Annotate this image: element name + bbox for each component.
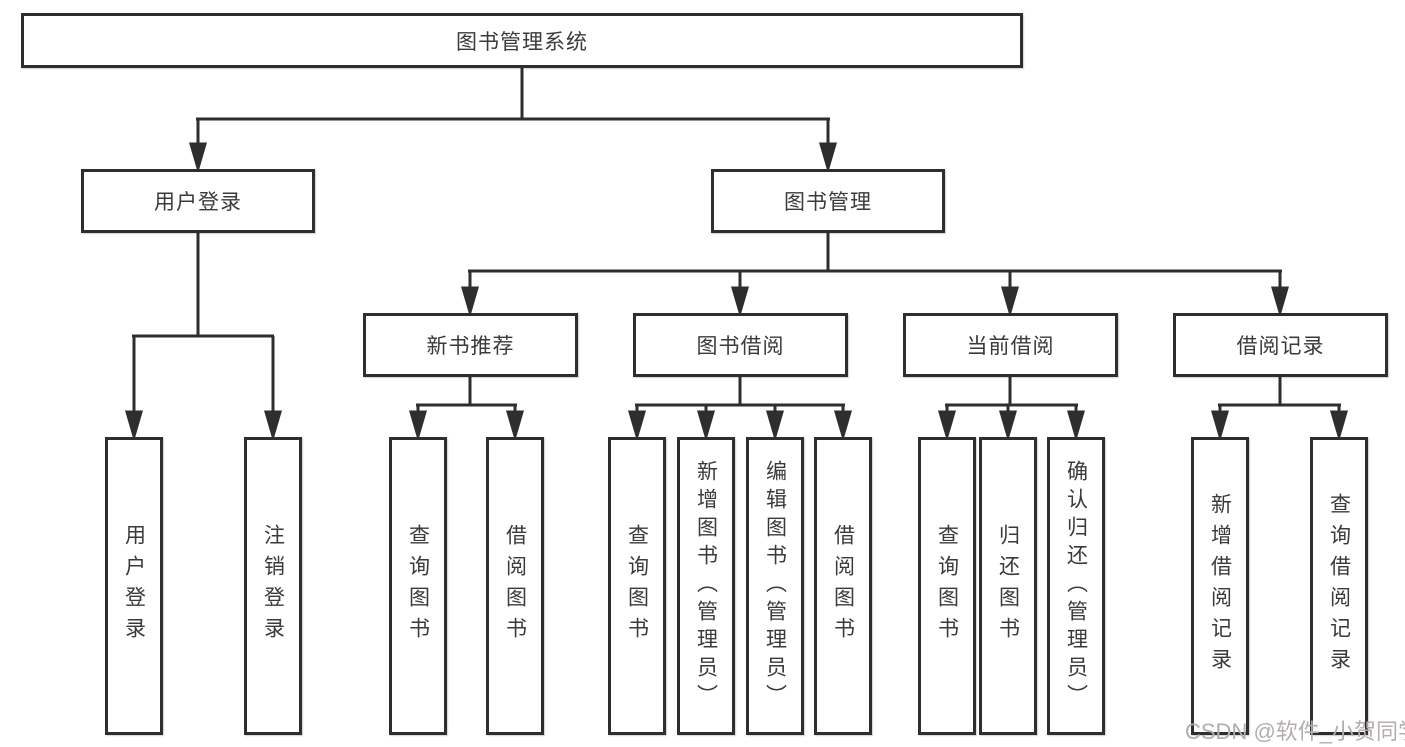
watermark: CSDN @软件_小贺同学	[1185, 719, 1405, 744]
arrowhead-icon	[1271, 286, 1289, 318]
node-book-management: 图书管理	[711, 169, 945, 233]
arrowhead-icon	[409, 410, 427, 442]
arrowhead-icon	[628, 410, 646, 442]
leaf-query-books-current: 查询图书	[918, 437, 976, 735]
node-label: 借阅图书	[831, 524, 855, 648]
node-label: 查询图书	[935, 524, 959, 648]
node-label: 用户登录	[154, 191, 242, 214]
node-label: 归还图书	[996, 524, 1020, 648]
arrowhead-icon	[697, 410, 715, 442]
arrowhead-icon	[1330, 410, 1348, 442]
node-label: 新书推荐	[426, 335, 515, 358]
node-label: 新增借阅记录	[1208, 493, 1232, 679]
leaf-borrow-books-recommend: 借阅图书	[486, 437, 544, 735]
leaf-add-borrow-record: 新增借阅记录	[1191, 437, 1249, 735]
arrowhead-icon	[731, 286, 749, 318]
arrowhead-icon	[1067, 410, 1085, 442]
connector-borrowing-records-to-leaves	[1211, 377, 1348, 442]
node-label: 注销登录	[261, 524, 285, 648]
node-label: 当前借阅	[966, 335, 1055, 358]
node-book-borrowing: 图书借阅	[633, 313, 848, 377]
node-label: 查询借阅记录	[1327, 493, 1351, 679]
node-label: 借阅图书	[503, 524, 527, 648]
connector-book-borrowing-to-leaves	[628, 377, 852, 442]
leaf-edit-books-admin: 编辑图书（管理员）	[746, 437, 804, 735]
node-label: 图书管理	[784, 191, 872, 214]
leaf-logout: 注销登录	[244, 437, 302, 735]
arrowhead-icon	[1211, 410, 1229, 442]
connector-new-book-recommendation-to-leaves	[409, 377, 524, 442]
connector-user-login-to-leaves	[125, 233, 282, 442]
arrowhead-icon	[461, 286, 479, 318]
arrowhead-icon	[766, 410, 784, 442]
arrowhead-icon	[1001, 286, 1019, 318]
node-borrowing-records: 借阅记录	[1173, 313, 1388, 377]
arrowhead-icon	[834, 410, 852, 442]
node-current-borrowing: 当前借阅	[903, 313, 1118, 377]
node-library-management-system: 图书管理系统	[21, 13, 1023, 68]
connector-root-to-level2	[189, 68, 837, 174]
leaf-user-login: 用户登录	[105, 437, 163, 735]
leaf-query-borrow-record: 查询借阅记录	[1310, 437, 1368, 735]
node-label: 确认归还（管理员）	[1064, 460, 1088, 712]
arrowhead-icon	[264, 410, 282, 442]
arrowhead-icon	[938, 410, 956, 442]
arrowhead-icon	[506, 410, 524, 442]
node-new-book-recommendation: 新书推荐	[363, 313, 578, 377]
node-user-login: 用户登录	[81, 169, 315, 233]
leaf-add-books-admin: 新增图书（管理员）	[677, 437, 735, 735]
node-label: 查询图书	[406, 524, 430, 648]
node-label: 新增图书（管理员）	[694, 460, 718, 712]
node-label: 编辑图书（管理员）	[763, 460, 787, 712]
leaf-confirm-return-admin: 确认归还（管理员）	[1047, 437, 1105, 735]
node-label: 图书管理系统	[456, 30, 588, 54]
leaf-borrow-books-borrowing: 借阅图书	[814, 437, 872, 735]
connector-book-management-to-level3	[461, 233, 1289, 318]
connector-current-borrowing-to-leaves	[938, 377, 1085, 442]
arrowhead-icon	[819, 142, 837, 174]
node-label: 用户登录	[122, 524, 146, 648]
leaf-query-books-borrowing: 查询图书	[608, 437, 666, 735]
arrowhead-icon	[125, 410, 143, 442]
arrowhead-icon	[189, 142, 207, 174]
node-label: 图书借阅	[696, 335, 785, 358]
node-label: 借阅记录	[1236, 335, 1325, 358]
leaf-query-books-recommend: 查询图书	[389, 437, 447, 735]
leaf-return-books: 归还图书	[979, 437, 1037, 735]
node-label: 查询图书	[625, 524, 649, 648]
arrowhead-icon	[999, 410, 1017, 442]
